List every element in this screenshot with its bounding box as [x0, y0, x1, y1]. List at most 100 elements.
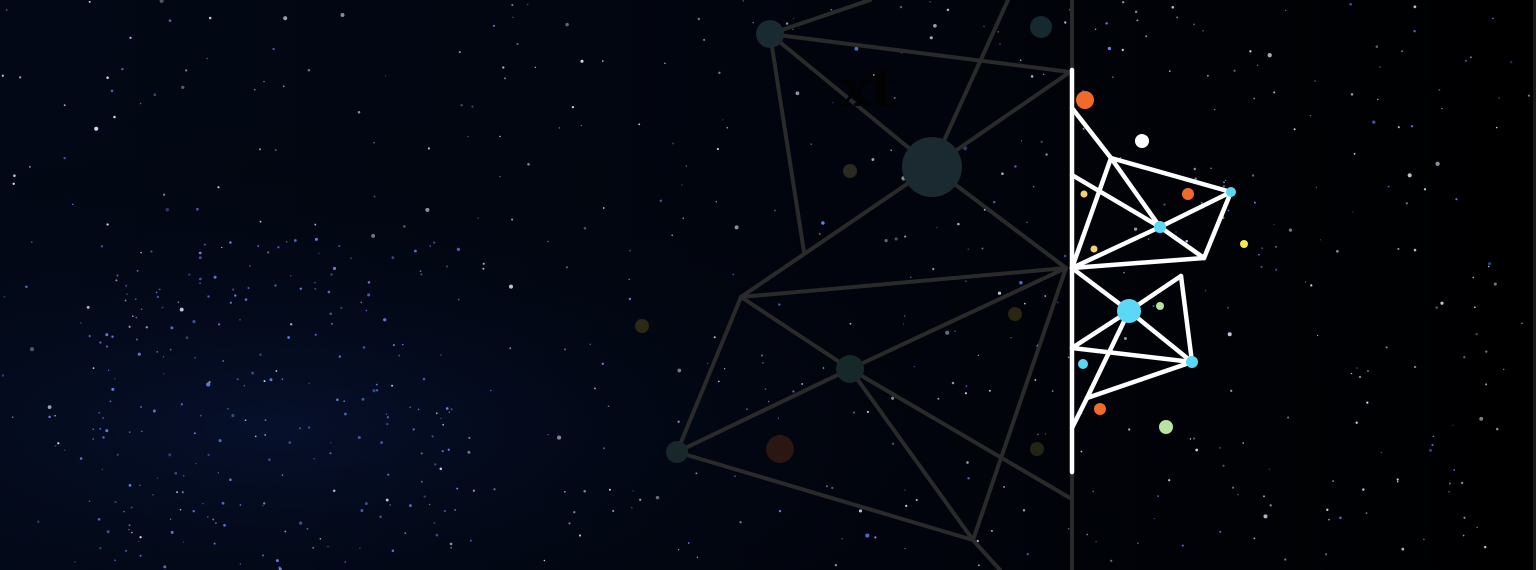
star	[259, 353, 262, 356]
star	[792, 28, 794, 31]
star	[134, 298, 137, 301]
star	[511, 218, 514, 221]
star	[1232, 486, 1235, 489]
logo-edge	[1084, 359, 1195, 401]
star	[1168, 479, 1171, 482]
star	[259, 220, 262, 223]
star	[1020, 140, 1023, 142]
star	[129, 36, 132, 39]
ghost-node	[635, 319, 649, 333]
star	[565, 266, 569, 269]
star	[467, 450, 471, 454]
star	[274, 149, 277, 152]
star	[264, 419, 267, 421]
star	[247, 287, 250, 289]
star	[1022, 509, 1026, 512]
star	[179, 307, 184, 312]
star	[830, 8, 833, 11]
yellow-node	[1090, 245, 1098, 253]
star	[425, 207, 430, 212]
star	[100, 245, 104, 248]
star	[338, 355, 341, 358]
star	[639, 498, 642, 501]
logo-edge	[1157, 189, 1234, 230]
star	[198, 251, 202, 255]
star	[1269, 504, 1272, 507]
star	[128, 524, 131, 527]
star	[1260, 265, 1263, 268]
star	[568, 522, 571, 525]
star	[739, 521, 742, 524]
star	[612, 510, 615, 512]
star	[608, 488, 611, 491]
star	[420, 452, 423, 455]
star	[145, 326, 149, 329]
star	[401, 343, 404, 346]
star	[101, 468, 104, 471]
star	[1152, 305, 1155, 307]
star	[80, 322, 82, 324]
star	[106, 76, 109, 79]
star	[327, 545, 329, 548]
star	[715, 200, 718, 203]
star	[264, 434, 267, 436]
star	[659, 199, 663, 203]
star	[217, 186, 220, 189]
ghost-edge	[739, 295, 852, 371]
ghost-edge	[848, 367, 1072, 500]
star	[422, 377, 426, 381]
star	[1136, 19, 1139, 22]
star	[671, 234, 673, 236]
logo-edge	[1201, 189, 1234, 261]
star	[707, 362, 709, 364]
star	[834, 564, 837, 567]
star	[1222, 184, 1226, 188]
star	[329, 312, 332, 316]
star	[1222, 464, 1225, 467]
star	[113, 115, 116, 119]
star	[564, 348, 567, 351]
star	[904, 235, 907, 238]
star	[1413, 248, 1417, 252]
star	[1094, 28, 1097, 31]
star	[1171, 6, 1175, 9]
star	[1210, 167, 1212, 170]
star	[371, 233, 376, 238]
star	[372, 389, 376, 393]
star	[54, 415, 56, 417]
star	[1438, 89, 1441, 91]
star	[199, 414, 202, 417]
star	[1044, 433, 1047, 435]
ghost-node	[902, 137, 962, 197]
star	[467, 136, 469, 138]
star	[236, 378, 239, 381]
star	[182, 541, 185, 543]
star	[128, 431, 131, 433]
star	[222, 360, 225, 362]
star	[1204, 289, 1207, 292]
star	[1223, 181, 1225, 184]
star	[180, 403, 183, 406]
star	[231, 413, 235, 418]
star	[1405, 202, 1408, 205]
star	[1410, 125, 1414, 128]
star	[456, 487, 459, 490]
star	[307, 69, 311, 72]
star	[929, 36, 933, 40]
star	[1309, 114, 1312, 117]
star	[375, 383, 378, 386]
star	[865, 533, 870, 538]
star	[1288, 228, 1293, 232]
star	[387, 473, 390, 476]
star	[915, 498, 918, 502]
star	[558, 127, 561, 129]
star	[1358, 375, 1362, 379]
star	[169, 518, 172, 520]
star	[360, 508, 364, 513]
star	[125, 284, 128, 287]
star	[364, 502, 368, 506]
star	[299, 521, 303, 525]
star	[330, 322, 333, 325]
star	[440, 417, 442, 419]
star	[1224, 179, 1227, 181]
